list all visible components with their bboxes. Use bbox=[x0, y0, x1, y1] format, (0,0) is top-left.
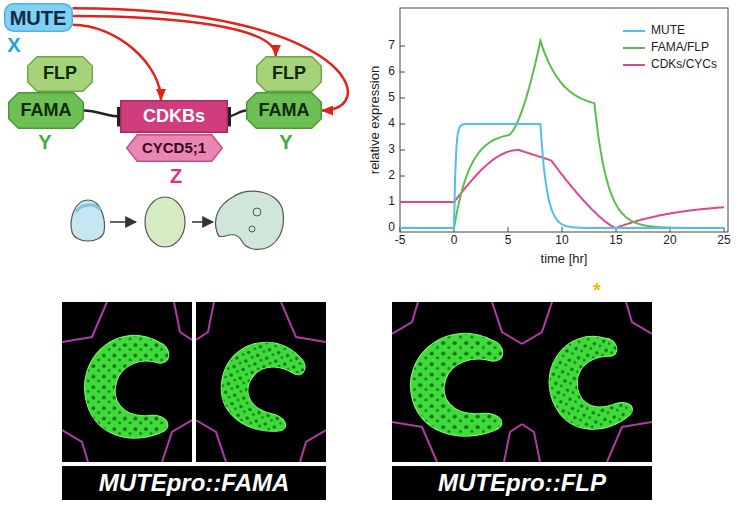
node-text: MUTE bbox=[10, 7, 67, 29]
x-tick bbox=[562, 227, 563, 232]
micrograph bbox=[62, 302, 192, 462]
octagon-outline bbox=[247, 93, 322, 129]
node-text: FAMA bbox=[21, 101, 72, 121]
protein-octagon: FLP bbox=[256, 56, 322, 92]
label-bar bbox=[392, 466, 652, 500]
cell-illustration bbox=[71, 191, 283, 249]
variable-label: Y bbox=[38, 131, 51, 153]
genotype-label: MUTEpro::FAMA bbox=[99, 470, 290, 496]
y-tick bbox=[400, 72, 405, 73]
micrograph bbox=[392, 302, 522, 462]
variable-label: Y bbox=[279, 131, 292, 153]
axis-tick-label: 0 bbox=[388, 221, 395, 234]
legend-row: FAMA/FLP bbox=[622, 39, 717, 56]
variable-label: Z bbox=[170, 165, 182, 187]
gene-box: MUTE bbox=[4, 3, 73, 32]
legend-line bbox=[622, 60, 646, 70]
axis-tick-label: 25 bbox=[717, 234, 730, 247]
box-outline bbox=[121, 101, 228, 133]
node-text: FLP bbox=[43, 64, 77, 84]
micrograph bbox=[522, 302, 652, 462]
axis-tick-label: 20 bbox=[663, 234, 676, 247]
node-text: FLP bbox=[272, 64, 306, 84]
inhibition-connector bbox=[84, 111, 120, 117]
axis-title: time [hr] bbox=[541, 252, 588, 266]
octagon-outline bbox=[28, 57, 93, 92]
octagon-outline bbox=[257, 57, 322, 92]
axis-tick-label: 10 bbox=[555, 234, 568, 247]
axis-tick-label: 3 bbox=[388, 143, 395, 156]
axis-tick-label: 15 bbox=[609, 234, 622, 247]
axis-tick-label: 4 bbox=[388, 117, 395, 130]
x-tick bbox=[508, 227, 509, 232]
fama-curve bbox=[400, 41, 724, 228]
y-tick bbox=[400, 46, 405, 47]
cdk-curve bbox=[400, 150, 724, 228]
protein-octagon: FLP bbox=[27, 56, 93, 92]
line-chart bbox=[400, 8, 728, 232]
node-text: CYCD5;1 bbox=[142, 140, 206, 157]
legend-line-sample bbox=[623, 47, 645, 49]
axis-tick-label: 6 bbox=[388, 65, 395, 78]
protein-octagon: FAMA bbox=[246, 92, 322, 129]
legend-line bbox=[622, 26, 646, 36]
y-tick bbox=[400, 176, 405, 177]
legend-line-sample bbox=[623, 64, 645, 66]
inhibition-connector bbox=[228, 111, 246, 117]
node-text: CDKBs bbox=[143, 107, 205, 127]
axis-tick-label: 7 bbox=[388, 39, 395, 52]
octagon-outline bbox=[9, 93, 84, 129]
label-bar bbox=[62, 466, 326, 500]
legend-row: CDKs/CYCs bbox=[622, 56, 717, 73]
legend-text: MUTE bbox=[651, 24, 685, 37]
hexagon-outline bbox=[126, 135, 222, 162]
legend-line-sample bbox=[623, 30, 645, 32]
axis-ticks bbox=[400, 46, 724, 232]
axis-tick-label: 0 bbox=[451, 234, 458, 247]
cyclin-hexagon: CYCD5;1 bbox=[126, 134, 223, 162]
y-tick bbox=[400, 124, 405, 125]
micrograph bbox=[196, 302, 326, 462]
legend-text: CDKs/CYCs bbox=[651, 58, 717, 71]
axis-tick-label: 2 bbox=[388, 169, 395, 182]
box-outline bbox=[4, 4, 72, 32]
protein-octagon: FAMA bbox=[8, 92, 84, 129]
legend-text: FAMA/FLP bbox=[651, 41, 709, 54]
y-tick bbox=[400, 150, 405, 151]
axis-tick-label: -5 bbox=[395, 234, 406, 247]
chart-legend: MUTE FAMA/FLP CDKs/CYCs bbox=[622, 22, 717, 73]
asterisk-mark: * bbox=[593, 279, 601, 301]
legend-line bbox=[622, 43, 646, 53]
node-text: FAMA bbox=[259, 101, 310, 121]
variable-label: X bbox=[7, 34, 20, 56]
axis-tick-label: 1 bbox=[388, 195, 395, 208]
genotype-label: MUTEpro::FLP bbox=[438, 470, 606, 496]
legend-row: MUTE bbox=[622, 22, 717, 39]
y-tick bbox=[400, 98, 405, 99]
activation-arrow bbox=[73, 16, 276, 56]
axis-title: relative expression bbox=[368, 66, 382, 174]
axis-tick-label: 5 bbox=[505, 234, 512, 247]
kinase-box: CDKBs bbox=[120, 100, 228, 133]
axis-tick-label: 5 bbox=[388, 91, 395, 104]
mute-curve bbox=[400, 124, 724, 228]
